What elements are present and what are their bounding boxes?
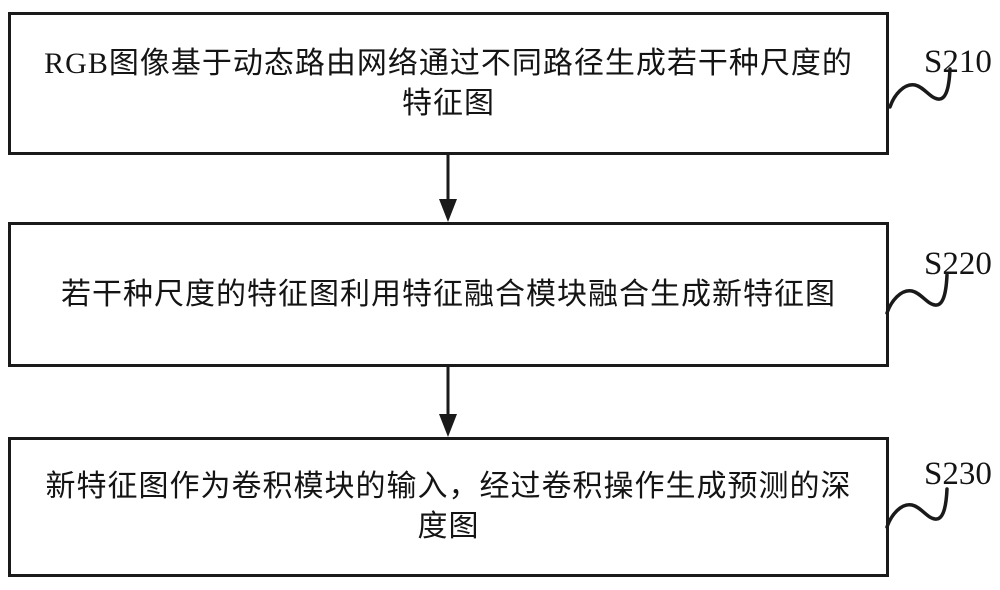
step-label-s210: S210 xyxy=(924,44,992,80)
flow-step-text-s210: RGB图像基于动态路由网络通过不同路径生成若干种尺度的 特征图 xyxy=(44,44,853,124)
step-s230-line-2: 度图 xyxy=(417,510,480,543)
flow-step-box-s210: RGB图像基于动态路由网络通过不同路径生成若干种尺度的 特征图 xyxy=(8,12,889,155)
arrow-step1-to-step2 xyxy=(439,155,457,222)
step-label-s220: S220 xyxy=(924,246,992,282)
step-s210-line-2: 特征图 xyxy=(402,86,495,120)
arrow-step2-to-step3 xyxy=(439,367,457,437)
flow-step-text-s230: 新特征图作为卷积模块的输入，经过卷积操作生成预测的深 度图 xyxy=(46,467,852,547)
flow-step-text-s220: 若干种尺度的特征图利用特征融合模块融合生成新特征图 xyxy=(61,275,836,315)
step-label-s230: S230 xyxy=(924,456,992,492)
step-s210-line-1: RGB图像基于动态路由网络通过不同路径生成若干种尺度的 xyxy=(44,46,853,80)
flow-step-box-s220: 若干种尺度的特征图利用特征融合模块融合生成新特征图 xyxy=(8,222,889,367)
reference-squiggle-s230 xyxy=(885,487,949,529)
step-s220-line-1: 若干种尺度的特征图利用特征融合模块融合生成新特征图 xyxy=(61,277,836,311)
step-s230-line-1: 新特征图作为卷积模块的输入，经过卷积操作生成预测的深 xyxy=(45,470,852,503)
flow-step-box-s230: 新特征图作为卷积模块的输入，经过卷积操作生成预测的深 度图 xyxy=(8,437,889,577)
